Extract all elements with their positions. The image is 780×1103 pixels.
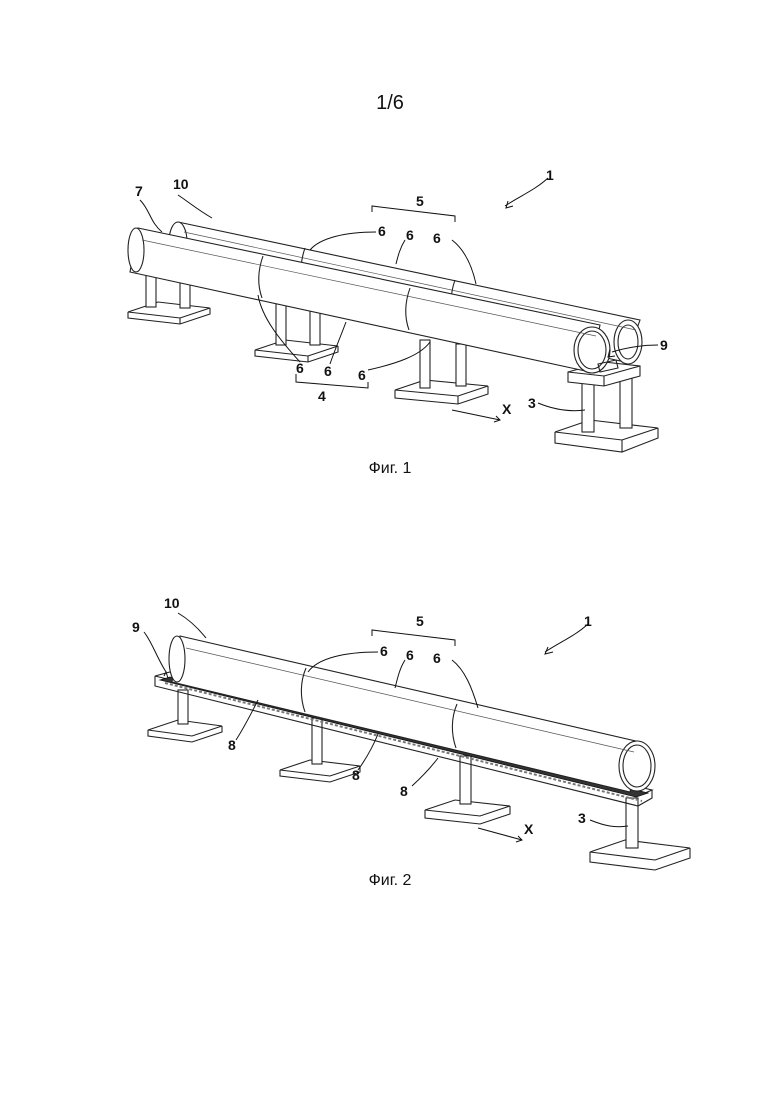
ref-track: 8 bbox=[352, 767, 360, 783]
figure-1-caption: Фиг. 1 bbox=[0, 460, 780, 478]
ref-axis-x: X bbox=[502, 401, 512, 417]
ref-segment: 6 bbox=[296, 360, 304, 376]
ref-upper-group: 5 bbox=[416, 613, 424, 629]
ref-segment: 6 bbox=[380, 643, 388, 659]
ref-lower-group: 4 bbox=[318, 388, 326, 404]
ref-segment: 6 bbox=[433, 650, 441, 666]
figure-2-drawing: 9 10 5 6 6 6 1 8 8 8 X 3 bbox=[0, 590, 780, 890]
ref-rear-pipe: 10 bbox=[173, 176, 189, 192]
ref-segment: 6 bbox=[358, 367, 366, 383]
ref-track: 8 bbox=[400, 783, 408, 799]
ref-rail: 9 bbox=[132, 619, 140, 635]
ref-rail: 9 bbox=[660, 337, 668, 353]
ref-segment: 6 bbox=[406, 647, 414, 663]
ref-segment: 6 bbox=[324, 363, 332, 379]
ref-support: 3 bbox=[578, 810, 586, 826]
support-leg bbox=[590, 798, 690, 870]
ref-segment: 6 bbox=[378, 223, 386, 239]
ref-segment: 6 bbox=[433, 230, 441, 246]
figure-2-caption: Фиг. 2 bbox=[0, 872, 780, 890]
ref-segment: 6 bbox=[406, 227, 414, 243]
support-leg bbox=[148, 690, 222, 742]
ref-front-pipe: 7 bbox=[135, 183, 143, 199]
page-number: 1/6 bbox=[0, 92, 780, 115]
support-leg bbox=[555, 362, 658, 452]
ref-assembly: 1 bbox=[546, 167, 554, 183]
ref-assembly: 1 bbox=[584, 613, 592, 629]
support-leg bbox=[280, 718, 360, 782]
ref-upper-group: 5 bbox=[416, 193, 424, 209]
ref-pipe: 10 bbox=[164, 595, 180, 611]
support-leg bbox=[395, 340, 488, 404]
figure-1-drawing: 7 10 5 6 6 6 1 9 3 X 6 6 6 4 bbox=[0, 150, 780, 470]
ref-axis-x: X bbox=[524, 821, 534, 837]
ref-support: 3 bbox=[528, 395, 536, 411]
ref-track: 8 bbox=[228, 737, 236, 753]
